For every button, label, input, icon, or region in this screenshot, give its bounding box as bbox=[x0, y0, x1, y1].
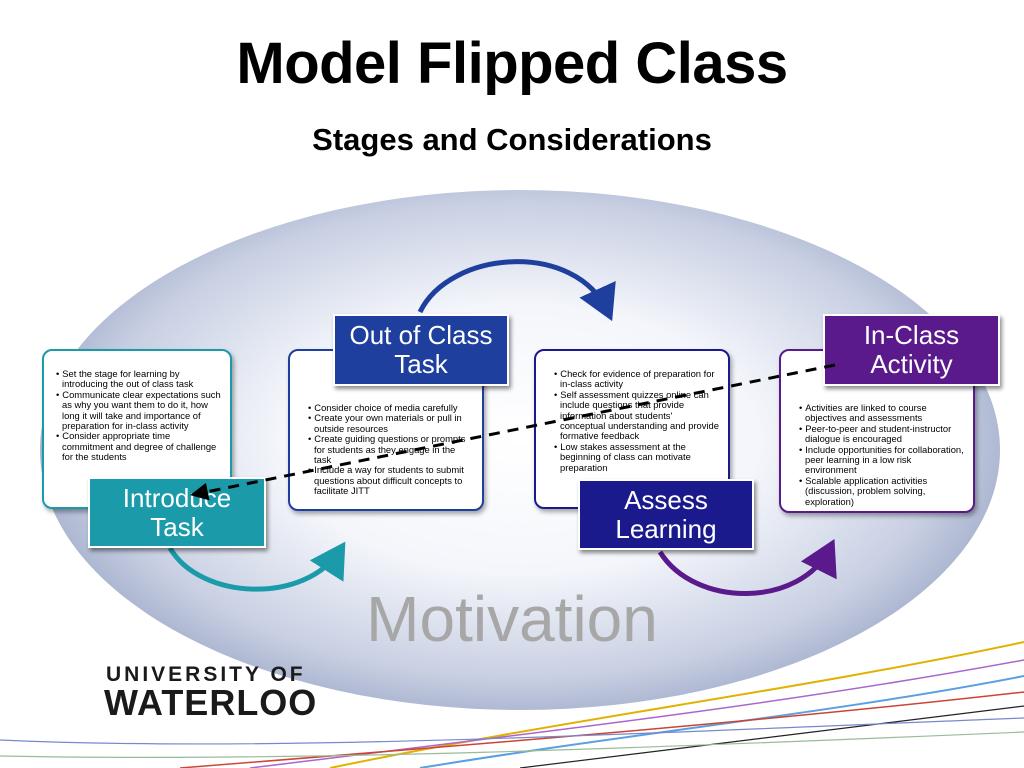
label-introduce-task: Introduce Task bbox=[88, 477, 266, 548]
list-item: Include opportunities for collaboration,… bbox=[795, 444, 965, 476]
logo-waterloo: WATERLOO bbox=[104, 682, 318, 723]
center-label-motivation: Motivation bbox=[366, 583, 658, 655]
label-out-of-class-text: Out of Class Task bbox=[349, 320, 493, 379]
list-item: Peer-to-peer and student-instructor dial… bbox=[795, 423, 965, 445]
label-in-class-activity-text: In-Class Activity bbox=[863, 320, 960, 379]
logo-university-of: UNIVERSITY OF bbox=[106, 663, 306, 686]
list-item: Consider appropriate time commitment and… bbox=[52, 431, 222, 462]
slide-subtitle: Stages and Considerations bbox=[312, 122, 712, 157]
label-assess-learning: Assess Learning bbox=[578, 479, 754, 550]
list-item: Check for evidence of preparation for in… bbox=[550, 368, 720, 390]
arrow-introduce-to-outofclass bbox=[167, 541, 346, 592]
arrow-assess-to-inclass bbox=[657, 539, 837, 596]
arrow-outofclass-to-assess bbox=[417, 259, 616, 322]
label-introduce-task-text: Introduce Task bbox=[122, 482, 232, 542]
list-item: Create guiding questions or prompts for … bbox=[304, 433, 474, 465]
slide-title: Model Flipped Class bbox=[236, 31, 788, 96]
list-item: Scalable application activities (discuss… bbox=[795, 475, 965, 507]
label-out-of-class-task: Out of Class Task bbox=[333, 314, 509, 386]
list-item: Low stakes assessment at the beginning o… bbox=[550, 441, 720, 473]
list-item: Create your own materials or pull in out… bbox=[304, 413, 474, 434]
list-item: Consider choice of media carefully bbox=[304, 402, 474, 413]
list-item: Set the stage for learning by introducin… bbox=[52, 368, 222, 390]
label-in-class-activity: In-Class Activity bbox=[823, 314, 1000, 386]
list-item: Include a way for students to submit que… bbox=[304, 465, 474, 496]
list-item: Self assessment quizzes online can inclu… bbox=[550, 389, 720, 442]
label-assess-learning-text: Assess Learning bbox=[615, 484, 717, 544]
list-item: Activities are linked to course objectiv… bbox=[795, 402, 965, 424]
list-item: Communicate clear expectations such as w… bbox=[52, 389, 222, 432]
